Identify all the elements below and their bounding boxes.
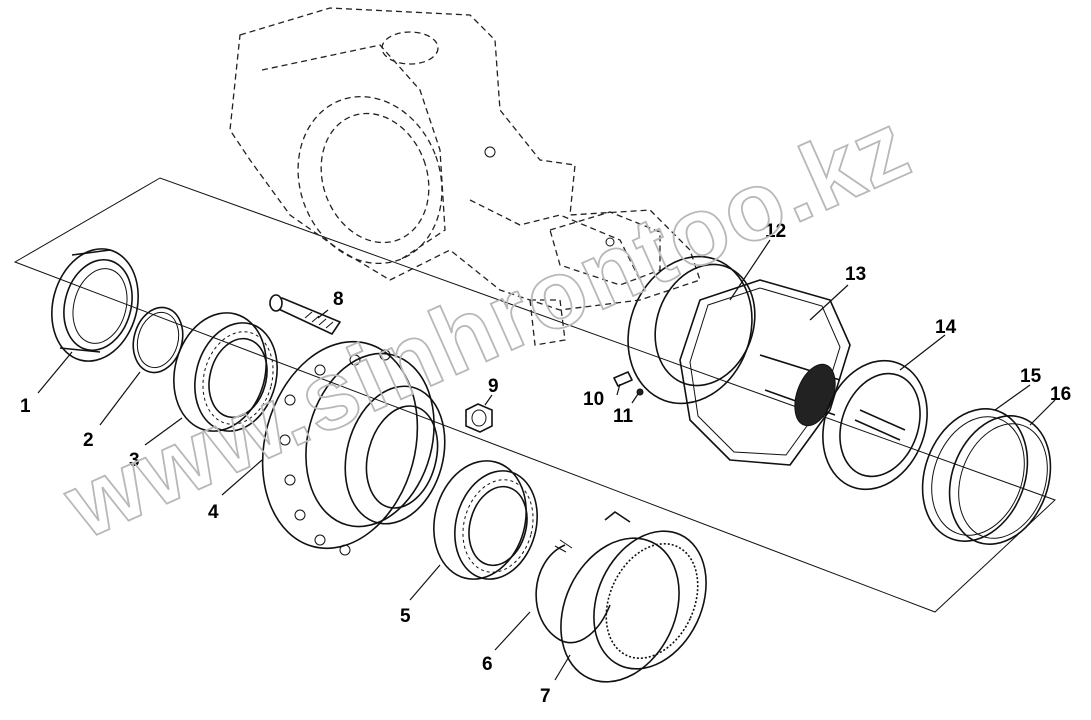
part-circlip xyxy=(535,539,611,644)
callout-7: 7 xyxy=(540,686,551,707)
callout-9: 9 xyxy=(488,376,499,397)
leader-lines xyxy=(37,239,1056,681)
axle-housing xyxy=(229,7,701,346)
callout-5: 5 xyxy=(400,606,411,627)
part-wheel-hub xyxy=(261,340,446,556)
callout-labels: 1 2 3 4 5 6 7 8 9 10 11 12 13 14 15 16 xyxy=(20,221,1071,707)
callout-2: 2 xyxy=(83,430,94,451)
callout-12: 12 xyxy=(765,221,786,242)
part-thrust-ring xyxy=(921,408,1029,542)
assembly-frame xyxy=(13,177,1056,613)
callout-11: 11 xyxy=(613,406,634,427)
part-spacer-ring xyxy=(948,415,1052,545)
callout-15: 15 xyxy=(1020,366,1042,387)
callout-4: 4 xyxy=(208,502,219,523)
part-seal-ring xyxy=(822,359,928,491)
callout-10: 10 xyxy=(583,389,604,410)
callout-3: 3 xyxy=(129,450,140,471)
part-dowel-pin xyxy=(636,388,644,396)
part-oil-seal xyxy=(51,248,139,362)
part-inner-bearing xyxy=(433,460,538,580)
part-small-bolt xyxy=(613,371,633,387)
part-gasket-plate xyxy=(679,279,851,466)
callout-8: 8 xyxy=(333,289,344,310)
part-ring-gear xyxy=(560,511,707,683)
callout-6: 6 xyxy=(482,654,493,675)
callout-14: 14 xyxy=(935,317,957,338)
part-wheel-bolt xyxy=(269,294,341,335)
callout-13: 13 xyxy=(845,264,866,285)
part-wheel-nut xyxy=(465,403,493,433)
hub-bolt-holes xyxy=(279,349,391,556)
callout-1: 1 xyxy=(20,396,31,417)
callout-16: 16 xyxy=(1050,384,1071,405)
